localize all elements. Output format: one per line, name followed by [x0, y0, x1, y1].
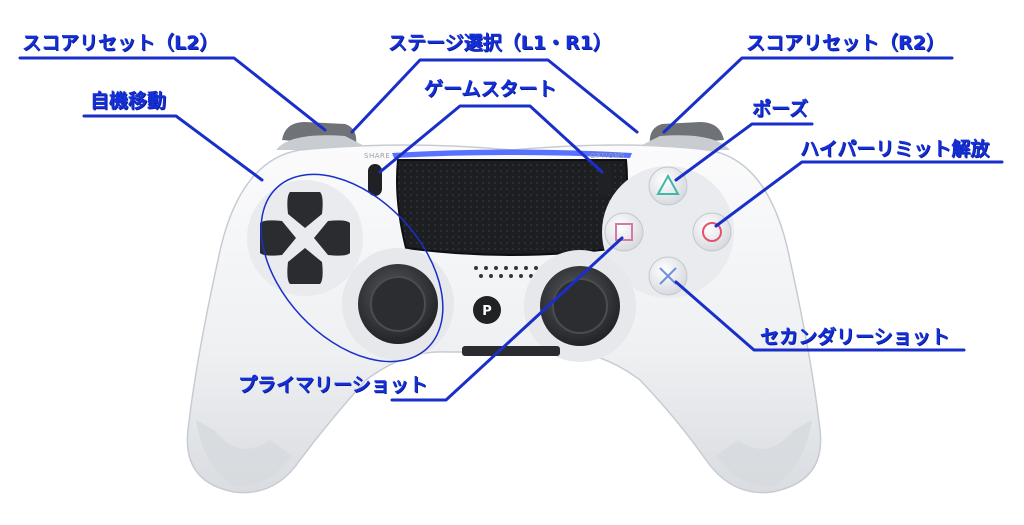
leader-stage-select — [350, 58, 639, 134]
share-button — [368, 164, 382, 196]
leader-hyper-limit — [714, 160, 1004, 228]
triangle-icon — [656, 173, 680, 195]
leader-game-start — [378, 104, 604, 174]
leader-secondary-shot — [674, 280, 966, 352]
dpad-left — [260, 220, 296, 256]
speaker-grille — [474, 266, 538, 278]
bottom-port — [462, 346, 560, 356]
leader-lines — [18, 56, 1004, 402]
right-stick-cap — [552, 278, 608, 334]
cross-icon — [659, 267, 677, 285]
dpad-highlight-ellipse — [260, 173, 444, 363]
label-hyper-limit-release: ハイパーリミット解放 — [800, 138, 990, 160]
dpad — [260, 192, 350, 284]
triangle-button — [648, 166, 688, 206]
leader-score-reset-l2 — [18, 56, 327, 132]
label-secondary-shot: セカンダリーショット — [760, 326, 950, 348]
options-caption: OPTIONS — [590, 152, 625, 160]
label-score-reset-r2: スコアリセット（R2） — [746, 32, 945, 54]
face-button-housing — [602, 166, 734, 298]
label-player-move: 自機移動 — [90, 90, 167, 112]
share-caption: SHARE — [364, 152, 391, 160]
left-grip-shade — [196, 420, 292, 487]
dpad-right — [314, 220, 350, 256]
leader-primary-shot — [390, 236, 624, 402]
ps-button — [473, 296, 501, 324]
label-primary-shot: プライマリーショット — [238, 374, 428, 396]
leader-score-reset-r2 — [662, 56, 954, 134]
square-icon — [615, 223, 633, 241]
playstation-logo-icon: P — [482, 304, 492, 319]
circle-icon — [702, 222, 722, 242]
dpad-down — [287, 248, 323, 284]
label-pause: ポーズ — [752, 98, 809, 120]
label-stage-select: ステージ選択（L1・R1） — [388, 32, 612, 54]
dpad-housing — [247, 180, 363, 296]
dpad-up — [287, 192, 323, 228]
left-stick-cap — [370, 276, 426, 332]
leader-player-move — [82, 114, 264, 182]
label-game-start: ゲームスタート — [424, 78, 557, 100]
right-grip-shade — [716, 420, 812, 487]
light-bar — [392, 149, 632, 158]
square-button — [604, 212, 644, 252]
touchpad — [396, 159, 628, 256]
label-score-reset-l2: スコアリセット（L2） — [22, 32, 219, 54]
leader-pause — [674, 122, 814, 182]
cross-button — [648, 256, 688, 296]
